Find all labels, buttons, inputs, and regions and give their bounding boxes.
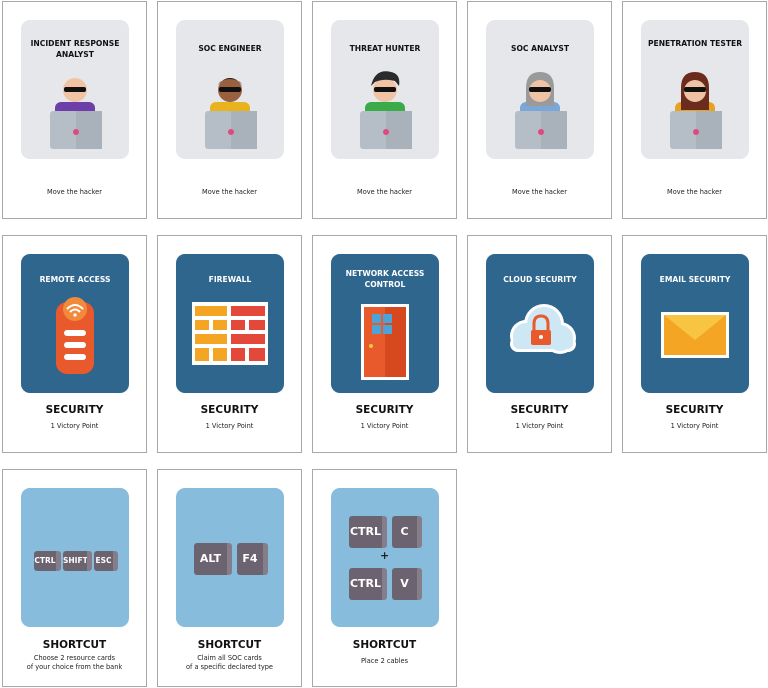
victory-points: 1 Victory Point — [50, 422, 99, 430]
card-caption: Move the hacker — [47, 188, 102, 196]
card-panel: PENETRATION TESTER — [641, 20, 749, 159]
card-type: SHORTCUT — [42, 639, 107, 651]
victory-points: 1 Victory Point — [205, 422, 254, 430]
key-ctrl: CTRL — [349, 568, 387, 600]
shortcut-card-ctrl-shift-esc[interactable]: CTRL SHIFT ESC SHORTCUT Choose 2 resourc… — [2, 469, 147, 687]
card-title: REMOTE ACCESS — [39, 275, 111, 284]
victory-points: 1 Victory Point — [670, 422, 719, 430]
key-f4: F4 — [237, 543, 268, 575]
gray-hair-person-avatar-icon — [515, 72, 567, 149]
long-hair-person-avatar-icon — [670, 72, 722, 149]
card-title: SOC ENGINEER — [198, 44, 262, 53]
key-ctrl: CTRL — [349, 516, 387, 548]
card-title: SOC ANALYST — [510, 44, 570, 53]
victory-points: 1 Victory Point — [360, 422, 409, 430]
card-type: SHORTCUT — [197, 639, 262, 651]
card-type: SECURITY — [200, 404, 259, 416]
card-type: SECURITY — [45, 404, 104, 416]
card-panel: SOC ENGINEER — [176, 20, 284, 159]
security-card-email-security[interactable]: EMAIL SECURITY SECURITY 1 Victory Point — [622, 235, 767, 453]
dark-skin-person-avatar-icon — [205, 78, 257, 149]
door-icon — [361, 304, 409, 380]
role-card-soc-engineer[interactable]: SOC ENGINEER Move the hacker — [157, 1, 302, 219]
card-caption-line1: Claim all SOC cards — [197, 654, 262, 662]
card-caption: Move the hacker — [357, 188, 412, 196]
card-title: PENETRATION TESTER — [647, 39, 743, 48]
cloud-lock-icon — [510, 304, 576, 354]
card-type: SECURITY — [665, 404, 724, 416]
victory-points: 1 Victory Point — [515, 422, 564, 430]
black-hair-person-avatar-icon — [360, 71, 412, 149]
card-caption: Move the hacker — [667, 188, 722, 196]
card-panel: CTRL C + CTRL V — [331, 488, 439, 627]
card-title: NETWORK ACCESS CONTROL — [345, 269, 425, 289]
role-card-incident-response-analyst[interactable]: INCIDENT RESPONSE ANALYST Move the hacke… — [2, 1, 147, 219]
card-panel: ALT F4 — [176, 488, 284, 627]
card-panel: REMOTE ACCESS — [21, 254, 129, 393]
card-type: SHORTCUT — [352, 639, 417, 651]
card-panel: NETWORK ACCESS CONTROL — [331, 254, 439, 393]
firewall-icon — [192, 302, 268, 365]
shortcut-card-copy-paste[interactable]: CTRL C + CTRL V SHORTCUT Place 2 cables — [312, 469, 457, 687]
security-card-firewall[interactable]: FIREWALL SECURITY 1 Victory Point — [157, 235, 302, 453]
card-panel: EMAIL SECURITY — [641, 254, 749, 393]
role-card-threat-hunter[interactable]: THREAT HUNTER Move the hacker — [312, 1, 457, 219]
card-caption: Move the hacker — [202, 188, 257, 196]
card-title: INCIDENT RESPONSE ANALYST — [30, 39, 120, 59]
card-caption-line2: of your choice from the bank — [26, 663, 123, 671]
card-caption-line1: Place 2 cables — [360, 657, 409, 665]
card-type: SECURITY — [510, 404, 569, 416]
card-title: FIREWALL — [208, 275, 252, 284]
card-title: EMAIL SECURITY — [659, 275, 731, 284]
card-panel: CTRL SHIFT ESC — [21, 488, 129, 627]
key-ctrl: CTRL — [34, 551, 61, 571]
card-title: THREAT HUNTER — [349, 44, 421, 53]
key-alt: ALT — [194, 543, 232, 575]
remote-access-icon — [56, 297, 94, 374]
key-v: V — [392, 568, 422, 600]
key-shift: SHIFT — [63, 551, 92, 571]
card-caption-line1: Choose 2 resource cards — [33, 654, 116, 662]
card-panel: THREAT HUNTER — [331, 20, 439, 159]
key-c: C — [392, 516, 422, 548]
card-panel: FIREWALL — [176, 254, 284, 393]
security-card-network-access-control[interactable]: NETWORK ACCESS CONTROL SECURITY 1 Victor… — [312, 235, 457, 453]
bald-person-avatar-icon — [50, 78, 102, 149]
role-card-penetration-tester[interactable]: PENETRATION TESTER Move the hacker — [622, 1, 767, 219]
plus-sign: + — [380, 549, 390, 562]
card-panel: CLOUD SECURITY — [486, 254, 594, 393]
envelope-icon — [661, 312, 729, 358]
security-card-remote-access[interactable]: REMOTE ACCESS SECURITY 1 Victory Point — [2, 235, 147, 453]
card-title: CLOUD SECURITY — [503, 275, 577, 284]
card-caption: Move the hacker — [512, 188, 567, 196]
card-panel: SOC ANALYST — [486, 20, 594, 159]
role-card-soc-analyst[interactable]: SOC ANALYST Move the hacker — [467, 1, 612, 219]
key-esc: ESC — [94, 551, 118, 571]
card-caption-line2: of a specific declared type — [186, 663, 273, 671]
card-type: SECURITY — [355, 404, 414, 416]
security-card-cloud-security[interactable]: CLOUD SECURITY SECURITY 1 Victory Point — [467, 235, 612, 453]
shortcut-card-alt-f4[interactable]: ALT F4 SHORTCUT Claim all SOC cards of a… — [157, 469, 302, 687]
card-panel: INCIDENT RESPONSE ANALYST — [21, 20, 129, 159]
